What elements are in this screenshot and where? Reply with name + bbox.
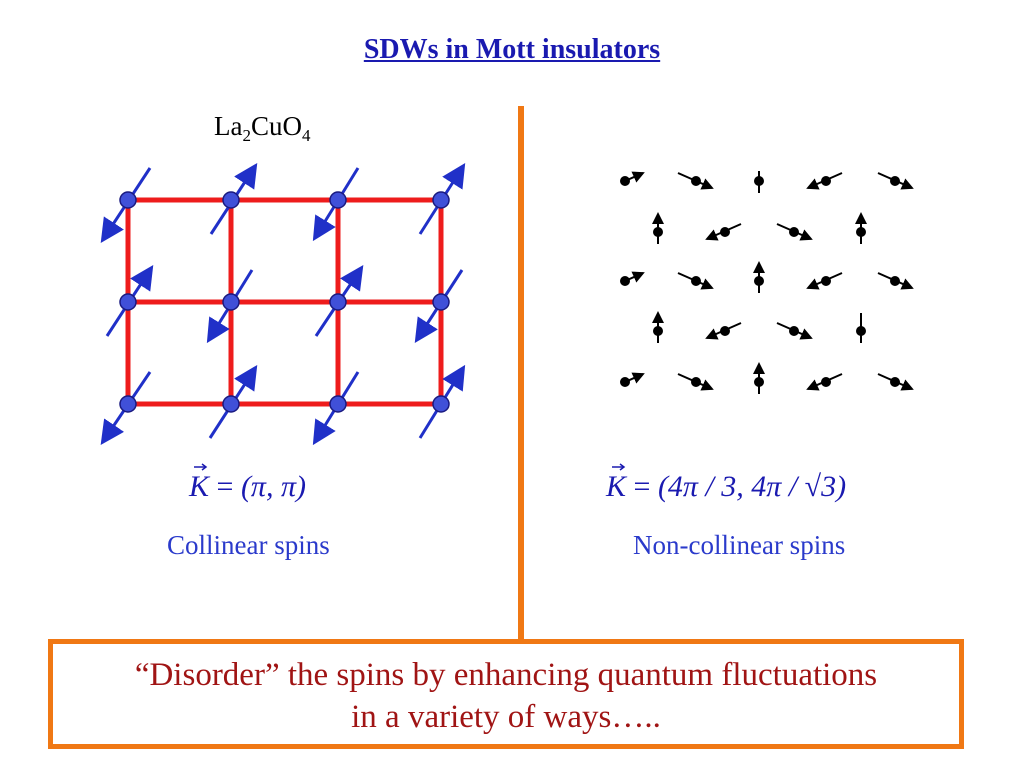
message-line-2: in a variety of ways….. — [351, 699, 661, 735]
wavevector-value: (4π / 3, 4π / √3) — [657, 470, 847, 503]
wavevector-symbol: K — [189, 470, 210, 503]
spin-site — [620, 271, 645, 286]
lattice-site — [222, 191, 240, 209]
lattice-site — [119, 191, 137, 209]
square-lattice — [125, 197, 444, 407]
spin-site — [753, 362, 765, 394]
equals-sign: = — [216, 470, 234, 503]
lattice-site — [119, 293, 137, 311]
spin-site — [877, 172, 914, 190]
spin-site — [705, 223, 742, 241]
lattice-site — [329, 293, 347, 311]
spin-site — [620, 372, 645, 387]
lattice-site — [329, 191, 347, 209]
collinear-caption: Collinear spins — [167, 530, 330, 560]
spin-site — [776, 322, 813, 340]
spin-site — [754, 171, 764, 193]
right-wavevector: K = (4π / 3, 4π / √3) — [606, 470, 846, 504]
spin-site — [652, 212, 664, 244]
message-box: “Disorder” the spins by enhancing quantu… — [48, 639, 964, 749]
vector-accents — [194, 463, 626, 471]
wavevector-symbol: K — [606, 470, 627, 503]
noncollinear-caption: Non-collinear spins — [633, 530, 846, 560]
spin-site — [705, 322, 742, 340]
spin-site — [877, 373, 914, 391]
spin-site — [856, 313, 866, 343]
lattice-site — [432, 293, 450, 311]
page-title: SDWs in Mott insulators — [363, 34, 661, 65]
spin-site — [806, 272, 843, 290]
compound-base: La — [214, 111, 243, 141]
spin-site — [652, 311, 664, 343]
spin-site — [855, 212, 867, 244]
compound-label: La2CuO4 — [214, 111, 311, 146]
lattice-site — [222, 293, 240, 311]
message-line-1: “Disorder” the spins by enhancing quantu… — [134, 657, 878, 693]
spin-site — [620, 171, 645, 186]
spin-site — [753, 261, 765, 293]
equals-sign: = — [633, 470, 651, 503]
spin-site — [677, 272, 714, 290]
spin-site — [677, 172, 714, 190]
panel-divider — [518, 106, 524, 642]
compound-sub-2: 4 — [302, 126, 311, 145]
spin-site — [677, 373, 714, 391]
spin-site — [806, 172, 843, 190]
spin-site — [877, 272, 914, 290]
lattice-site — [119, 395, 137, 413]
lattice-site — [432, 191, 450, 209]
lattice-site — [329, 395, 347, 413]
compound-mid: CuO — [250, 111, 302, 141]
lattice-site — [222, 395, 240, 413]
lattice-site — [432, 395, 450, 413]
spin-site — [806, 373, 843, 391]
left-wavevector: K = (π, π) — [189, 470, 306, 504]
spin-site — [776, 223, 813, 241]
wavevector-value: (π, π) — [240, 470, 306, 503]
lattice-sites — [119, 191, 450, 413]
compound-sub-1: 2 — [242, 126, 251, 145]
noncollinear-spins — [620, 171, 914, 394]
